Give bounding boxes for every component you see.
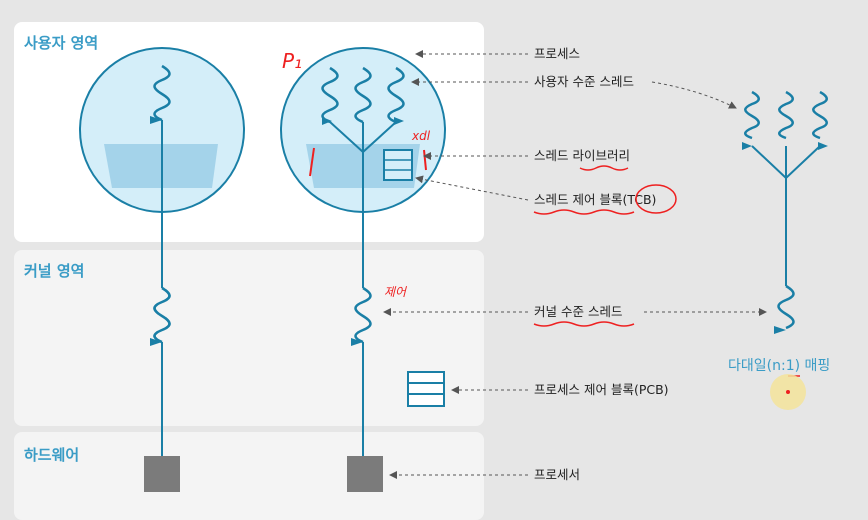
user-region-title: 사용자 영역 [24, 34, 98, 52]
mapping-user-thread-1 [744, 90, 760, 140]
label-tcb: 스레드 제어 블록(TCB) [534, 192, 656, 207]
user-thread-right-1 [321, 66, 339, 124]
mapping-label: 다대일(n:1) 매핑 [728, 358, 830, 374]
tcb-block [383, 149, 413, 181]
mapping-head-1 [742, 142, 752, 150]
user-thread-right-3 [387, 66, 405, 124]
thread-head-right-1 [322, 117, 332, 125]
processor-right [347, 456, 383, 492]
underline-thread-library [579, 165, 629, 171]
cursor-dot [786, 390, 790, 394]
underline-tcb [533, 209, 635, 215]
arrow-user-thread-to-mapping [651, 81, 737, 109]
thread-head-right-3 [394, 117, 404, 125]
underline-kernel-thread [533, 321, 635, 327]
label-process: 프로세스 [534, 46, 580, 61]
annotation-kernel-note: 제어 [384, 285, 408, 299]
kernel-thread-right-coil [354, 286, 372, 344]
kernel-thread-left-coil [153, 286, 171, 344]
user-thread-left [153, 64, 171, 122]
arrow-tcb [415, 175, 529, 201]
annotation-mark-left [309, 147, 315, 177]
mapping-kernel-thread [777, 284, 795, 330]
label-user-thread: 사용자 수준 스레드 [534, 74, 634, 89]
user-thread-right-2 [354, 66, 372, 124]
mapping-head-3 [818, 142, 828, 150]
label-processor: 프로세서 [534, 467, 580, 482]
label-pcb: 프로세스 제어 블록(PCB) [534, 382, 669, 397]
processor-left [144, 456, 180, 492]
thread-head-left [150, 116, 162, 124]
pcb-block [407, 371, 445, 407]
hardware-region-title: 하드웨어 [24, 446, 79, 464]
mapping-user-thread-2 [778, 90, 794, 140]
annotation-p1: P₁ [282, 49, 302, 73]
label-kernel-thread: 커널 수준 스레드 [534, 304, 622, 319]
label-thread-library: 스레드 라이브러리 [534, 148, 630, 163]
circle-tcb [635, 184, 677, 214]
kernel-thread-head-left [150, 338, 162, 346]
mapping-user-thread-3 [812, 90, 828, 140]
kernel-thread-head-right [351, 338, 363, 346]
annotation-lib-note: xdl [411, 129, 431, 143]
mapping-kernel-head [774, 326, 786, 334]
kernel-region-title: 커널 영역 [24, 262, 84, 280]
hardware-region-panel [14, 432, 484, 520]
